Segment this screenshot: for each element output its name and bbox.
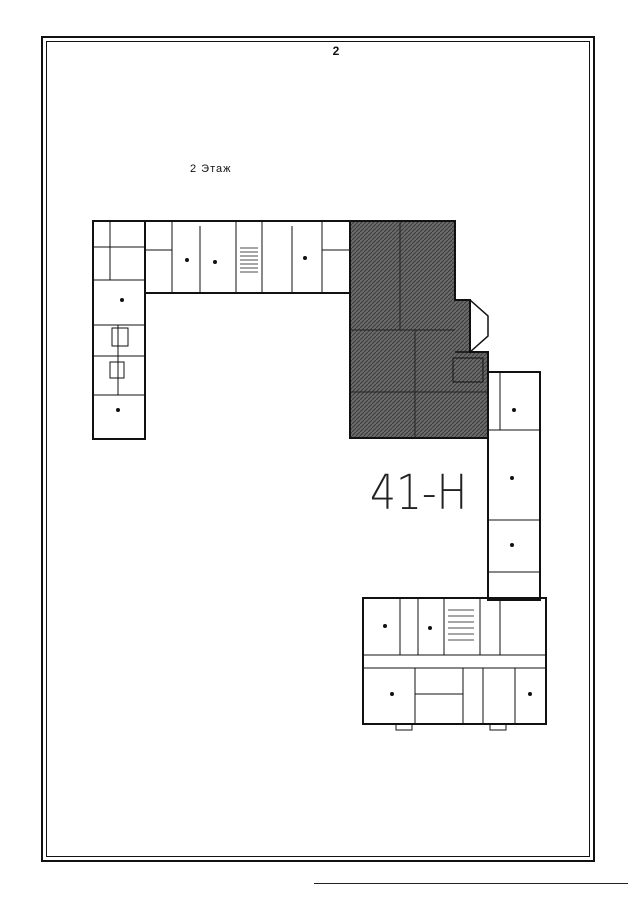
unit-label: 41-Н <box>370 465 468 521</box>
left-wing <box>92 220 146 440</box>
floor-title: 2 Этаж <box>190 163 232 175</box>
right-wing <box>487 371 541 601</box>
room-markers <box>116 256 532 696</box>
bottom-block <box>362 597 547 731</box>
page-frame-outer <box>41 36 595 862</box>
footer-rule <box>314 883 628 884</box>
rotunda <box>452 299 489 383</box>
page-number: 2 <box>332 44 340 58</box>
highlighted-unit <box>349 220 489 439</box>
page-frame-inner <box>46 41 590 857</box>
top-wing <box>144 220 354 294</box>
